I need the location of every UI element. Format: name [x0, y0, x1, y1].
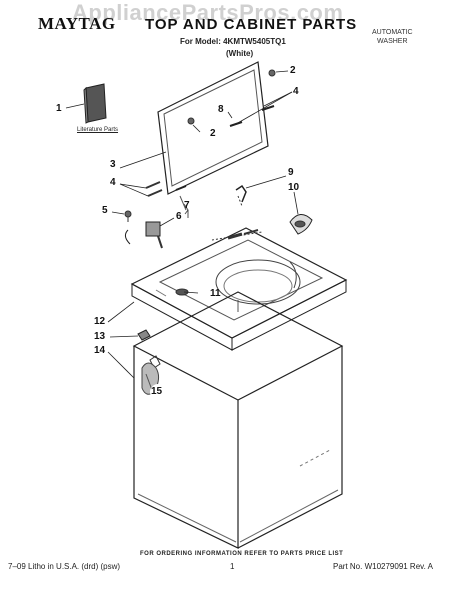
- washer-lid: [157, 61, 276, 215]
- callout-3: 3: [110, 159, 116, 170]
- hinge-screws-icon: [145, 181, 163, 197]
- callout-4: 4: [293, 86, 299, 97]
- screw-icon: [124, 210, 132, 222]
- callout-13: 13: [94, 331, 106, 342]
- literature-parts-label: Literature Parts: [77, 127, 119, 133]
- callout-1: 1: [56, 103, 62, 114]
- lid-switch-icon: [124, 221, 163, 249]
- callout-14: 14: [94, 345, 106, 356]
- callout-5: 5: [102, 205, 108, 216]
- callout-7: 7: [184, 200, 190, 211]
- part-number: Part No. W10279091 Rev. A: [333, 562, 433, 571]
- callout-6: 6: [176, 211, 182, 222]
- callout-12: 12: [94, 316, 106, 327]
- appliance-type: AUTOMATIC WASHER: [372, 28, 413, 46]
- model-line: For Model: 4KMTW5405TQ1: [180, 37, 286, 46]
- callout-2b: 2: [210, 128, 216, 139]
- page-number: 1: [230, 562, 235, 571]
- callout-2: 2: [290, 65, 296, 76]
- appliance-type-line2: WASHER: [377, 38, 408, 45]
- callout-10: 10: [288, 182, 300, 193]
- callout-15: 15: [151, 386, 163, 397]
- watermark: AppliancePartsPros.com: [72, 0, 344, 25]
- callout-8: 8: [218, 104, 224, 115]
- bracket-icon: [235, 184, 247, 207]
- brand-logo: MAYTAG: [38, 14, 116, 33]
- bleach-dispenser-icon: [289, 214, 313, 235]
- color-line: (White): [226, 49, 254, 58]
- callout-11: 11: [210, 288, 221, 299]
- appliance-type-line1: AUTOMATIC: [372, 29, 413, 36]
- screw-icon-13: [137, 329, 151, 341]
- callout-9: 9: [288, 167, 294, 178]
- literature-booklet-icon: [83, 83, 107, 124]
- litho-info: 7–09 Litho in U.S.A. (drd) (psw): [8, 562, 121, 571]
- leader-lines: [65, 70, 299, 379]
- callout-4b: 4: [110, 177, 116, 188]
- top-cover: [130, 227, 348, 351]
- cabinet: [132, 291, 344, 549]
- page-title: TOP AND CABINET PARTS: [145, 16, 358, 33]
- ordering-note: FOR ORDERING INFORMATION REFER TO PARTS …: [140, 551, 344, 557]
